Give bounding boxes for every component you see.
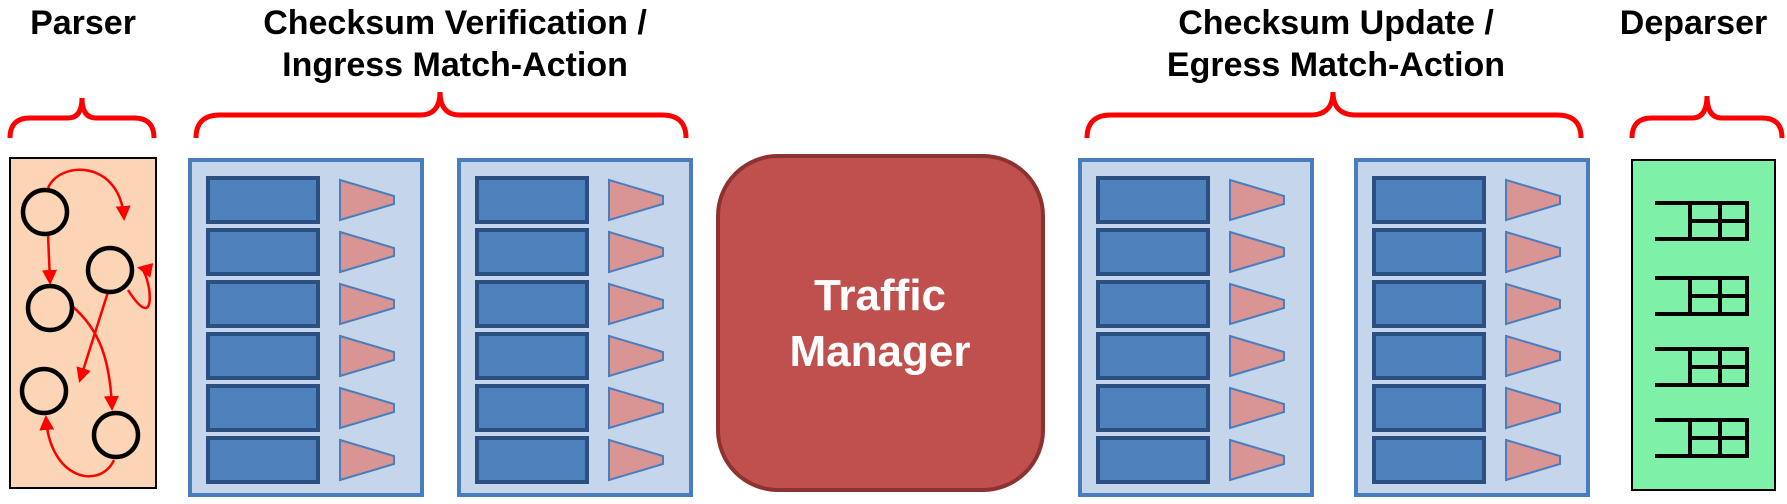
match-table-icon	[1096, 176, 1210, 224]
egress-title-line2: Egress Match-Action	[1166, 46, 1506, 84]
match-action-stages	[188, 158, 1590, 497]
match-table-icon	[206, 332, 320, 380]
match-table-icon	[475, 228, 589, 276]
match-table-icon	[1372, 332, 1486, 380]
action-trapezoid-icon	[1505, 334, 1561, 378]
egress-brace	[1084, 91, 1584, 139]
match-table-icon	[475, 176, 589, 224]
action-trapezoid-icon	[608, 282, 664, 326]
action-trapezoid-icon	[339, 438, 395, 482]
match-table-icon	[1372, 436, 1486, 484]
traffic-manager-box	[716, 154, 1045, 492]
action-trapezoid-icon	[608, 230, 664, 274]
match-action-stage	[457, 158, 693, 497]
action-trapezoid-icon	[339, 386, 395, 430]
match-table-icon	[206, 384, 320, 432]
match-table-icon	[1372, 176, 1486, 224]
match-table-icon	[1372, 384, 1486, 432]
ingress-title: Checksum Verification / Ingress Match-Ac…	[155, 2, 755, 86]
header-emit-icon	[1655, 276, 1749, 316]
match-table-icon	[1096, 436, 1210, 484]
action-trapezoid-icon	[1505, 438, 1561, 482]
action-trapezoid-icon	[339, 230, 395, 274]
traffic-manager-label-line1: Traffic	[814, 271, 946, 320]
state-circle-icon	[85, 245, 135, 295]
state-circle-icon	[19, 366, 69, 416]
deparser-brace	[1629, 95, 1785, 139]
match-table-icon	[1096, 228, 1210, 276]
match-table-icon	[1372, 280, 1486, 328]
transition-arrow-icon	[126, 263, 154, 310]
action-trapezoid-icon	[1229, 334, 1285, 378]
match-table-icon	[1096, 332, 1210, 380]
state-circle-icon	[91, 410, 141, 460]
deparser-block	[1631, 159, 1776, 491]
match-table-icon	[475, 332, 589, 380]
match-action-stage	[1078, 158, 1314, 497]
match-table-icon	[475, 436, 589, 484]
match-table-icon	[206, 228, 320, 276]
transition-arrow-icon	[46, 168, 131, 221]
header-emit-icon	[1655, 347, 1749, 387]
ingress-brace	[193, 91, 689, 139]
traffic-manager-label-line2: Manager	[790, 327, 971, 376]
action-trapezoid-icon	[339, 334, 395, 378]
action-trapezoid-icon	[1229, 438, 1285, 482]
match-table-icon	[475, 280, 589, 328]
action-trapezoid-icon	[1229, 386, 1285, 430]
action-trapezoid-icon	[608, 386, 664, 430]
action-trapezoid-icon	[339, 282, 395, 326]
action-trapezoid-icon	[1505, 230, 1561, 274]
state-circle-icon	[20, 187, 70, 237]
match-table-icon	[206, 280, 320, 328]
action-trapezoid-icon	[1505, 386, 1561, 430]
action-trapezoid-icon	[1229, 178, 1285, 222]
action-trapezoid-icon	[339, 178, 395, 222]
action-trapezoid-icon	[1505, 282, 1561, 326]
match-table-icon	[1096, 280, 1210, 328]
ingress-title-line2: Ingress Match-Action	[282, 46, 628, 84]
match-table-icon	[206, 436, 320, 484]
transition-arrow-icon	[42, 233, 57, 285]
parser-title: Parser	[30, 4, 136, 42]
transition-arrow-icon	[71, 305, 119, 411]
match-table-icon	[1096, 384, 1210, 432]
action-trapezoid-icon	[1505, 178, 1561, 222]
egress-title: Checksum Update / Egress Match-Action	[1036, 2, 1636, 86]
action-trapezoid-icon	[608, 334, 664, 378]
header-emit-icon	[1655, 418, 1749, 458]
match-table-icon	[475, 384, 589, 432]
transition-arrow-icon	[76, 291, 110, 383]
match-table-icon	[1372, 228, 1486, 276]
parser-box	[9, 157, 157, 489]
deparser-title: Deparser	[1619, 4, 1768, 42]
transition-arrow-icon	[39, 415, 116, 478]
action-trapezoid-icon	[1229, 282, 1285, 326]
traffic-manager: Traffic Manager	[716, 154, 1045, 492]
match-table-icon	[206, 176, 320, 224]
parser-brace	[7, 97, 157, 139]
action-trapezoid-icon	[1229, 230, 1285, 274]
ingress-title-line1: Checksum Verification /	[263, 4, 647, 42]
parser-block	[9, 157, 157, 489]
header-emit-icon	[1655, 201, 1749, 241]
deparser-box	[1631, 159, 1776, 491]
action-trapezoid-icon	[608, 178, 664, 222]
match-action-stage	[188, 158, 424, 497]
match-action-stage	[1354, 158, 1590, 497]
state-circle-icon	[25, 283, 75, 333]
egress-title-line1: Checksum Update /	[1178, 4, 1494, 42]
action-trapezoid-icon	[608, 438, 664, 482]
